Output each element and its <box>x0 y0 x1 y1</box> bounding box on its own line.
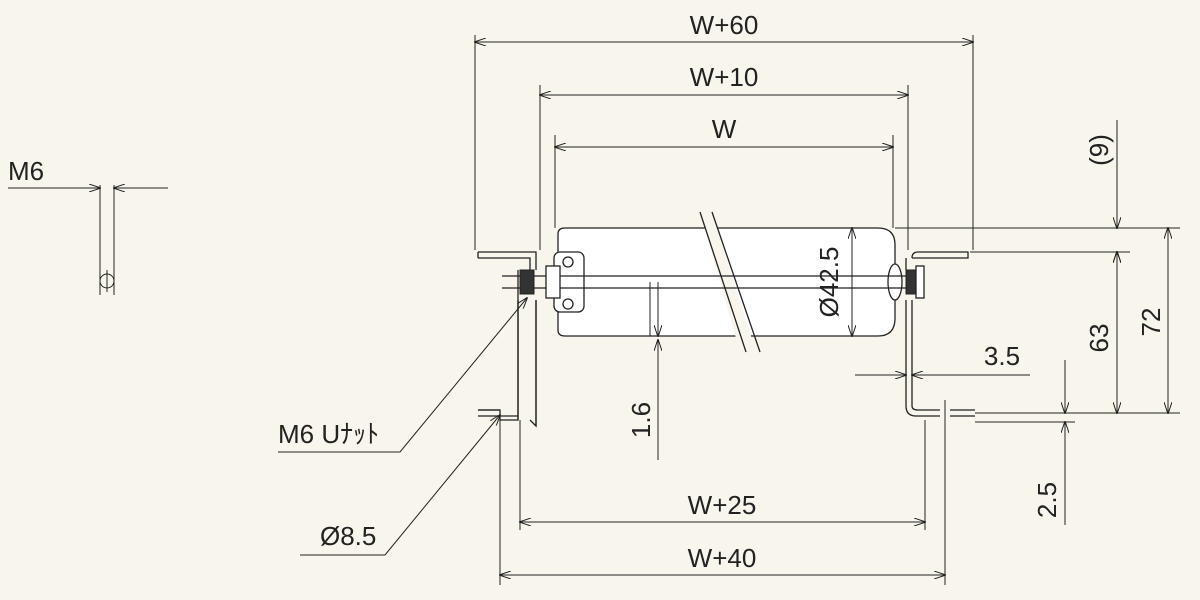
label-m6-bolt: M6 <box>8 156 44 186</box>
label-hole-diameter: Ø8.5 <box>320 521 376 551</box>
dim-w-plus-10: W+10 <box>690 62 759 92</box>
m6-bolt-detail: M6 <box>8 156 168 295</box>
dim-72: 72 <box>1136 308 1166 337</box>
extension-lines <box>474 35 1180 585</box>
leader-lines <box>278 298 527 556</box>
dim-3-5: 3.5 <box>984 341 1020 371</box>
dim-63: 63 <box>1084 324 1114 353</box>
label-m6-u-nut: M6 Uﾅｯﾄ <box>278 419 379 449</box>
dim-roller-diameter: Ø42.5 <box>814 247 844 318</box>
dim-9: (9) <box>1084 134 1114 166</box>
dim-1-6: 1.6 <box>626 402 656 438</box>
right-frame <box>905 251 975 417</box>
horizontal-dimensions <box>475 42 1030 575</box>
dim-w-plus-40: W+40 <box>688 543 757 573</box>
dim-2-5: 2.5 <box>1032 482 1062 518</box>
vertical-dimensions <box>658 120 1168 525</box>
dim-w-plus-60: W+60 <box>690 10 759 40</box>
roller <box>553 211 903 353</box>
left-frame <box>477 251 537 428</box>
dim-w-plus-25: W+25 <box>688 490 757 520</box>
dim-w: W <box>712 114 737 144</box>
